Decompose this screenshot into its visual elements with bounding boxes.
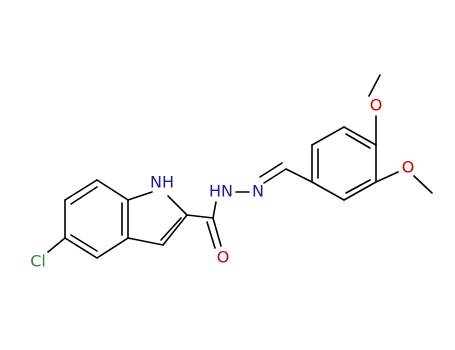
methoxy-oxygen-lower-label: O: [402, 158, 415, 177]
dimethoxyphenyl-ring: [311, 126, 377, 201]
bond: [162, 214, 188, 246]
double-bond-inner: [345, 179, 371, 194]
chlorine-label: Cl: [30, 252, 46, 271]
double-bond-inner: [70, 234, 98, 252]
indole-benzene-ring: [64, 179, 129, 259]
bond: [167, 195, 188, 216]
double-bond-inner: [70, 186, 98, 205]
methoxy-oxygen-upper-label: O: [370, 96, 383, 115]
carbonyl-oxygen-label: O: [217, 248, 230, 267]
bond: [64, 179, 98, 201]
bond: [343, 181, 377, 201]
bond-n-c-double: [263, 168, 287, 184]
indole-pyrrole-ring: [127, 191, 188, 246]
bond: [64, 237, 98, 259]
hydrazide-nh-label: HN: [209, 182, 233, 201]
double-bond-inner: [160, 217, 182, 241]
bond: [343, 126, 377, 146]
bond-c-cl: [47, 237, 66, 253]
imine-nitrogen-label: N: [252, 182, 264, 201]
double-bond-inner: [345, 133, 371, 149]
bond: [127, 237, 164, 246]
bond-o-methyl: [368, 74, 381, 97]
bond-n-c-double: [259, 162, 283, 178]
bond: [96, 179, 129, 201]
bond: [311, 181, 345, 201]
indole-nh-label: NH: [150, 173, 174, 192]
bond-c-o-double: [212, 217, 222, 247]
bond: [96, 237, 129, 259]
bond: [127, 191, 153, 201]
bond-c-o-double: [206, 221, 216, 249]
bond-ch-ring: [285, 168, 313, 183]
bond-o-methyl: [413, 175, 433, 194]
bond: [311, 126, 345, 146]
bond-c-n: [212, 201, 217, 219]
bond-ring-o: [375, 171, 399, 183]
bond-c-carbonyl: [186, 214, 214, 219]
